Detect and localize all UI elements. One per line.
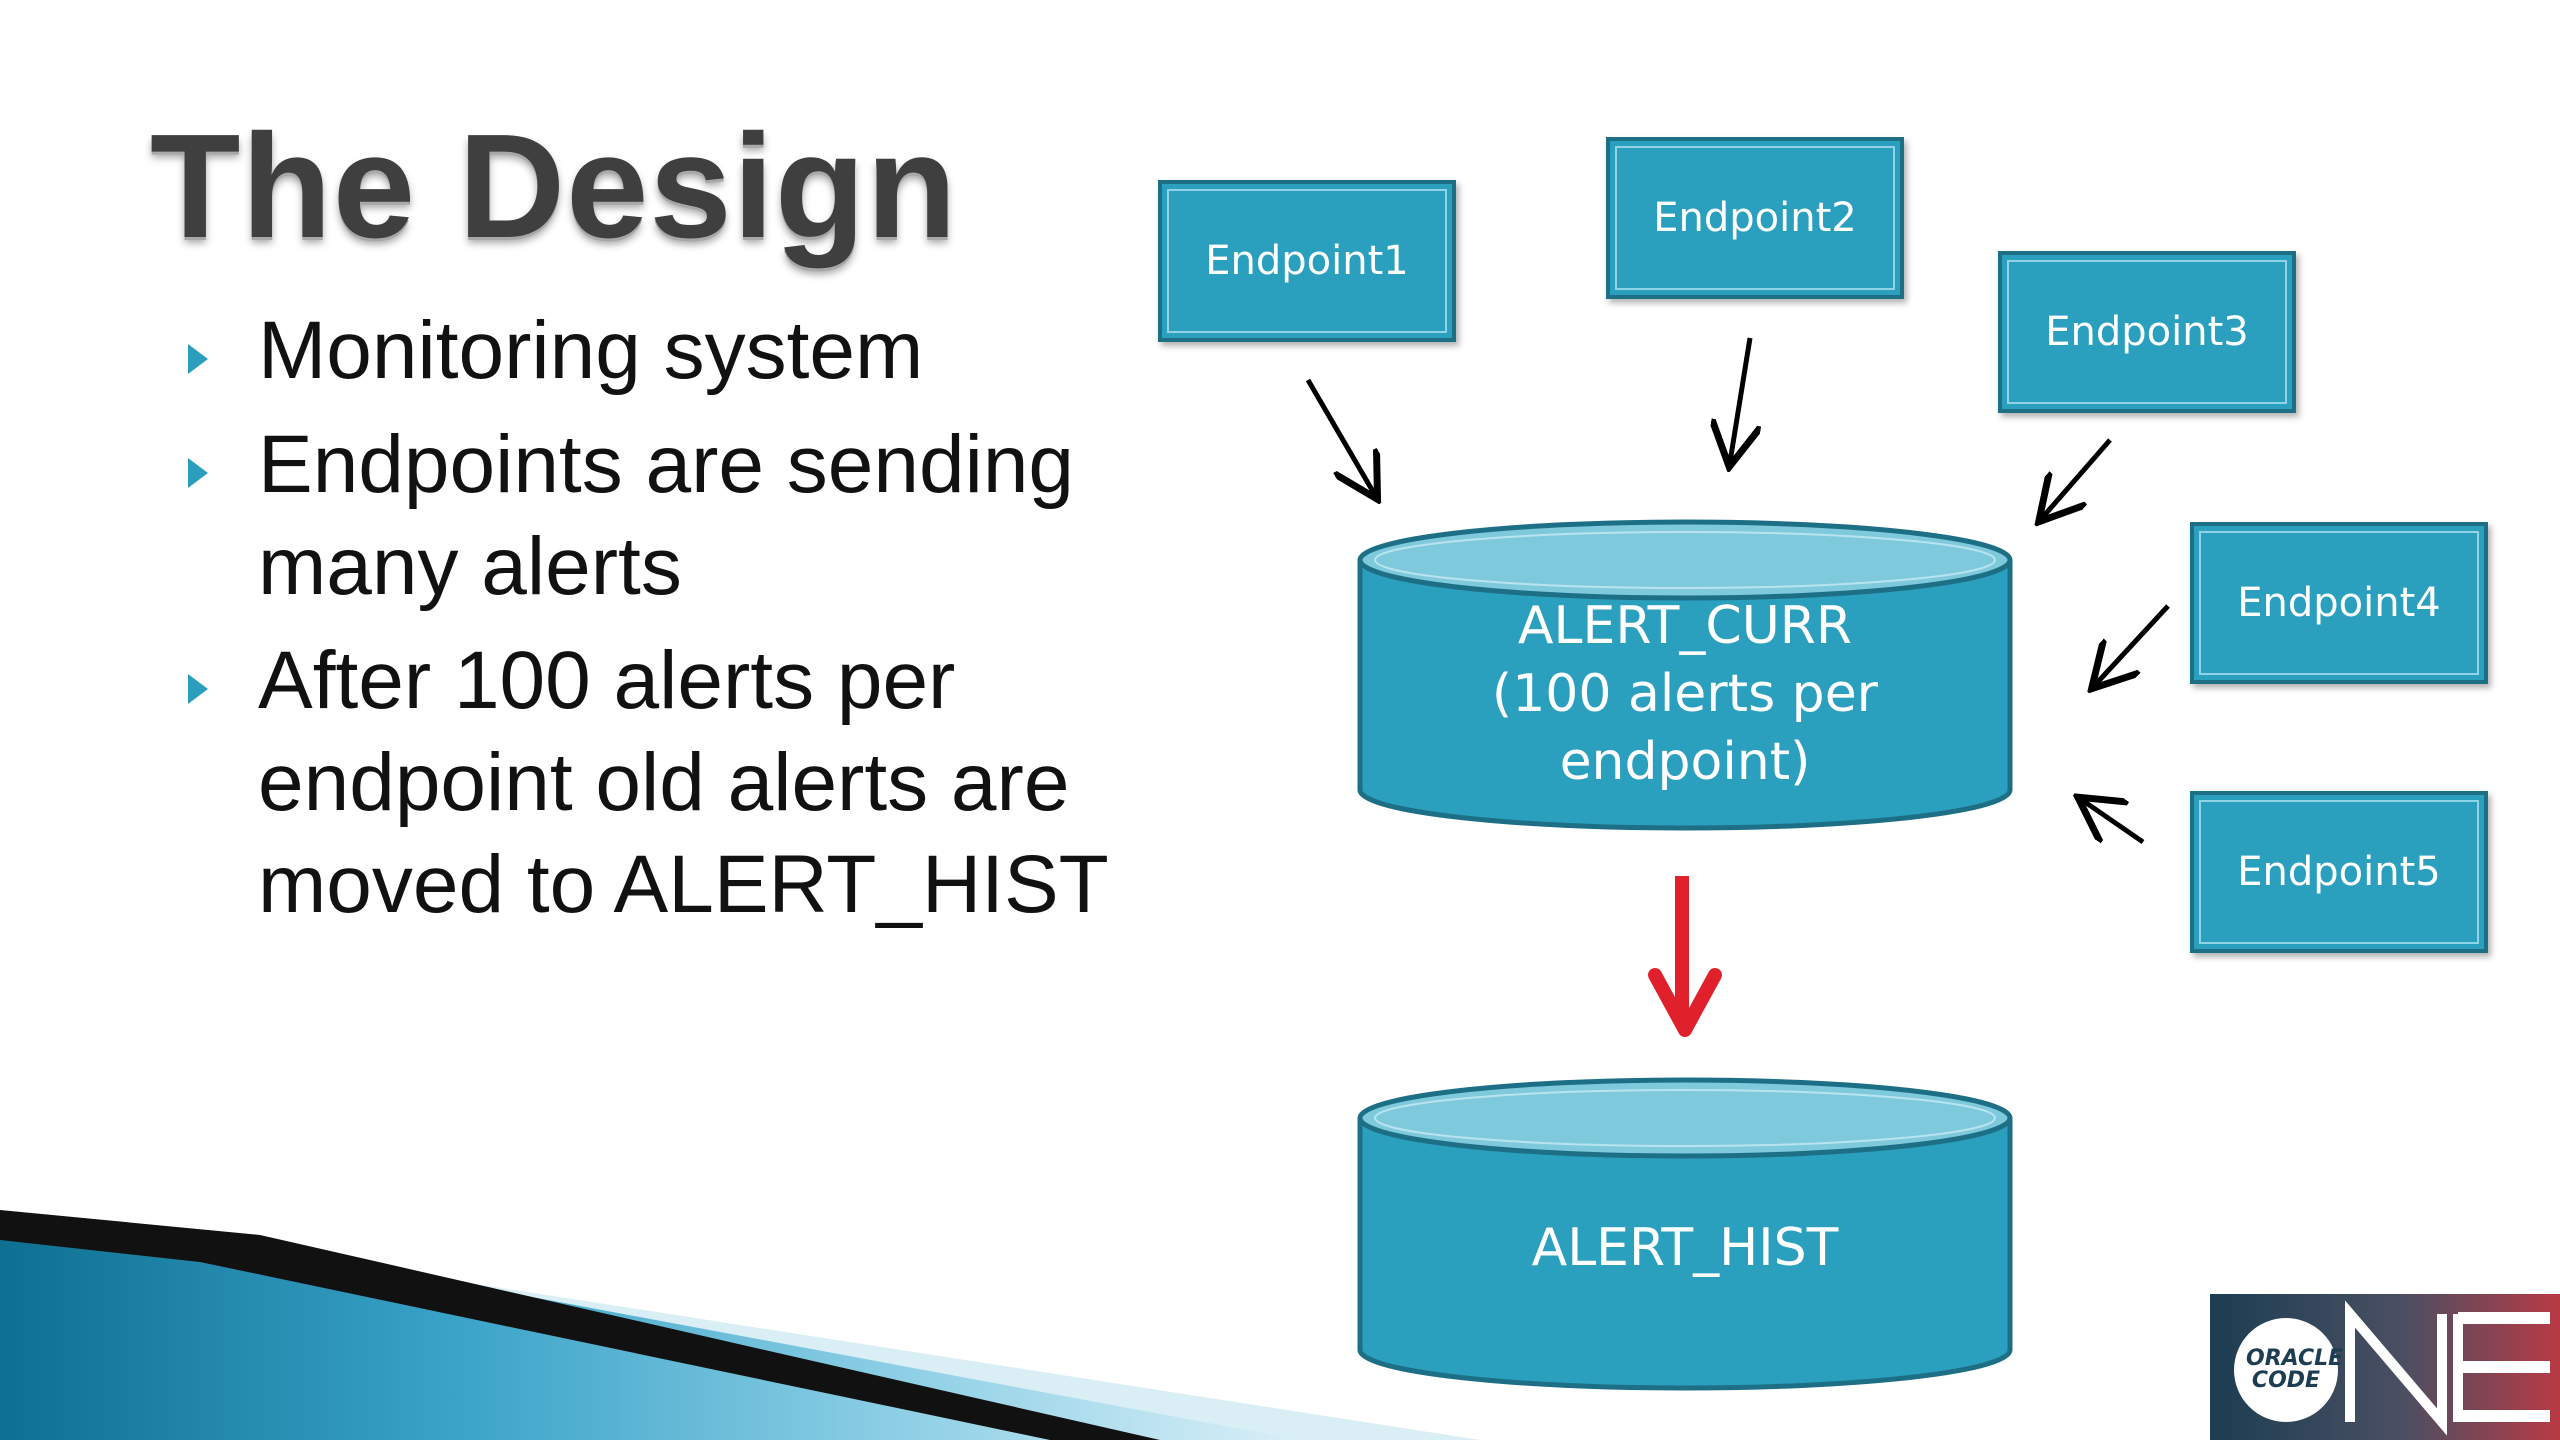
slide-title: The Design: [150, 104, 958, 269]
logo-circle: ORACLE CODE: [2234, 1318, 2344, 1422]
logo-text-line: CODE: [2251, 1368, 2321, 1393]
bullet-item: Endpoints are sending many alerts: [180, 414, 1180, 618]
bullet-line: many alerts: [258, 521, 682, 612]
endpoint-label: Endpoint3: [2045, 309, 2249, 355]
endpoint2-box: Endpoint2: [1606, 137, 1904, 299]
bullet-line: Monitoring system: [258, 305, 924, 396]
alert-hist-cylinder: [1357, 1077, 2013, 1391]
endpoint-label: Endpoint5: [2237, 849, 2441, 895]
bullet-item: After 100 alerts per endpoint old alerts…: [180, 630, 1180, 936]
endpoint4-arrow: [2095, 604, 2170, 685]
endpoint-label: Endpoint4: [2237, 580, 2441, 626]
alert-curr-line: ALERT_CURR: [1517, 596, 1853, 656]
alert-curr-line: endpoint): [1559, 732, 1811, 792]
triangle-bullet-icon: [188, 344, 208, 374]
alert-hist-label: ALERT_HIST: [1531, 1218, 1839, 1278]
endpoint5-box: Endpoint5: [2190, 791, 2488, 953]
alert-curr-label: ALERT_CURR (100 alerts per endpoint): [1360, 592, 2010, 796]
alert-curr-line: (100 alerts per: [1491, 664, 1879, 724]
endpoint-label: Endpoint2: [1653, 195, 1857, 241]
endpoint1-box: Endpoint1: [1158, 180, 1456, 342]
endpoint3-box: Endpoint3: [1998, 251, 2296, 413]
logo-text-line: ORACLE: [2246, 1346, 2344, 1371]
move-to-history-arrow: [1648, 876, 1722, 1037]
endpoint2-arrow: [1730, 337, 1750, 462]
endpoint5-arrow: [2082, 800, 2145, 845]
bullet-line: endpoint old alerts are: [258, 737, 1070, 828]
bullet-line: After 100 alerts per: [258, 635, 956, 726]
endpoint4-box: Endpoint4: [2190, 522, 2488, 684]
alert-curr-cylinder: [1357, 519, 2013, 831]
endpoint1-arrow: [1305, 378, 1375, 495]
logo-ne-mark: [2345, 1300, 2550, 1436]
logo-text: ORACLE CODE: [2246, 1346, 2344, 1393]
bullet-line: moved to ALERT_HIST: [258, 839, 1109, 930]
bullet-list: Monitoring system Endpoints are sending …: [180, 300, 1180, 948]
bullet-item: Monitoring system: [180, 300, 1180, 402]
triangle-bullet-icon: [188, 458, 208, 488]
oracle-code-one-logo: ORACLE CODE: [2210, 1294, 2560, 1440]
bullet-line: Endpoints are sending: [258, 419, 1075, 510]
endpoint3-arrow: [2042, 438, 2112, 518]
endpoint-label: Endpoint1: [1205, 238, 1409, 284]
triangle-bullet-icon: [188, 674, 208, 704]
